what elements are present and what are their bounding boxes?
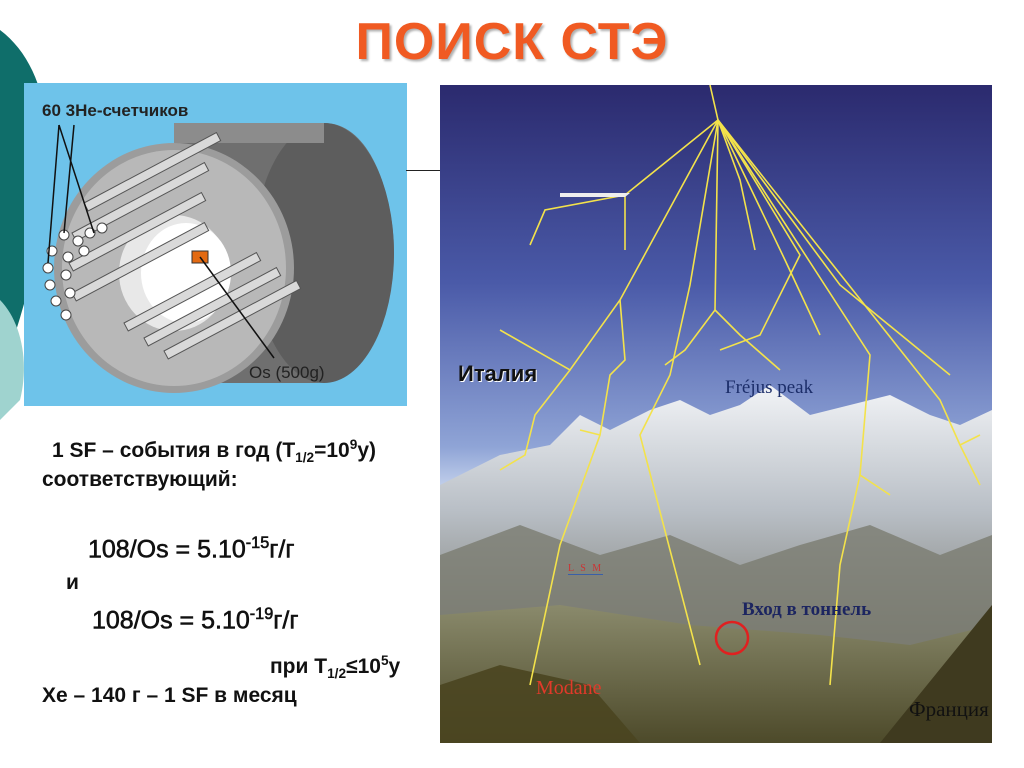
equation-1: 108/Os = 5.10-15г/г [88, 534, 295, 564]
text-and: и [66, 571, 79, 594]
text-part: г/г [273, 606, 299, 635]
text-condition: при T1/2≤105y [270, 653, 400, 681]
text-xe: Xe – 140 г – 1 SF в месяц [42, 684, 297, 707]
text-sup: -19 [249, 605, 274, 624]
text-part: y) [357, 439, 377, 462]
text-sup: -15 [245, 534, 270, 553]
label-france: Франция [909, 697, 989, 721]
text-sup: 9 [349, 437, 358, 452]
sample-label: Os (500g) [249, 363, 325, 382]
text-sub: 1/2 [327, 666, 347, 682]
text-corresponding: соответствующий: [42, 468, 238, 491]
slide-title: ПОИСК СТЭ [355, 13, 669, 71]
text-part: y [388, 655, 401, 678]
text-sup: 5 [380, 653, 389, 668]
label-italy: Италия [458, 361, 538, 386]
text-part: =10 [314, 439, 350, 462]
text-part: 108/Os = 5.10 [92, 606, 250, 635]
label-tunnel-entrance: Вход в тоннель [742, 599, 872, 620]
text-part: г/г [269, 535, 295, 564]
connector-line [406, 170, 440, 171]
frejus-map-photo: Италия Fréjus peak L S M Вход в тоннель … [440, 85, 992, 743]
text-part: 108/Os = 5.10 [88, 535, 246, 564]
detector-illustration: 60 3He-счетчиков Os (500g) [24, 83, 407, 406]
label-modane: Modane [536, 677, 602, 699]
text-part: при T [270, 655, 328, 678]
label-frejus-peak: Fréjus peak [725, 377, 814, 398]
label-lsm: L S M [568, 563, 604, 575]
counters-label: 60 3He-счетчиков [42, 101, 189, 120]
text-part: 1 SF – события в год (T [52, 439, 296, 462]
text-sf-per-year: 1 SF – события в год (T1/2=109y) [52, 437, 376, 465]
equation-2: 108/Os = 5.10-19г/г [92, 605, 299, 635]
text-part: ≤10 [346, 655, 381, 678]
text-sub: 1/2 [295, 450, 315, 466]
